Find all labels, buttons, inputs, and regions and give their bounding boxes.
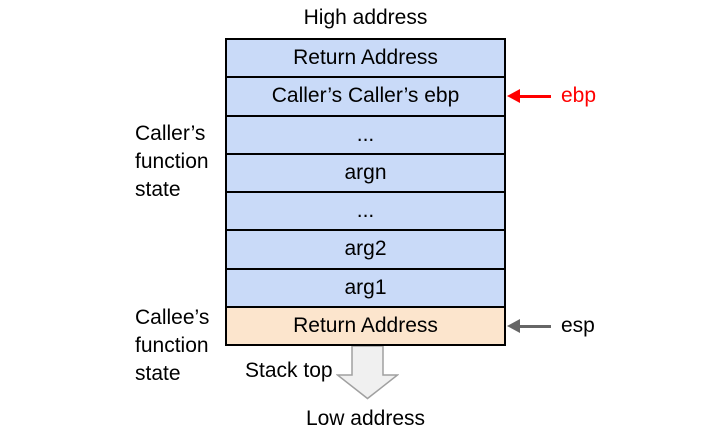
stack-frame-box: Return Address Caller’s Caller’s ebp ...… [225,38,506,346]
low-address-label: Low address [305,407,426,430]
high-address-label: High address [303,6,428,29]
callee-state-line-2: function [135,334,209,357]
caller-state-line-2: function [135,150,209,173]
esp-label: esp [561,314,595,337]
stack-cell-callers-callers-ebp: Caller’s Caller’s ebp [227,78,504,117]
ebp-arrow-icon [507,89,520,103]
stack-cell-ellipsis-1: ... [227,116,504,155]
esp-arrow-icon [507,319,520,333]
callee-state-line-3: state [135,362,181,385]
caller-state-line-3: state [135,178,181,201]
caller-state-line-1: Caller’s [135,122,206,145]
esp-pointer: esp [507,313,595,339]
stack-top-label: Stack top [245,359,333,382]
ebp-pointer: ebp [507,83,596,109]
stack-cell-return-address-callee: Return Address [227,307,504,344]
stack-cell-arg1: arg1 [227,269,504,308]
stack-cell-return-address-caller: Return Address [227,40,504,79]
esp-arrow-line [520,324,551,328]
caller-function-state-label: Caller’s function state [135,120,209,204]
ebp-label: ebp [561,84,597,107]
callee-state-line-1: Callee’s [135,306,210,329]
stack-cell-argn: argn [227,154,504,193]
ebp-arrow-line [520,94,551,98]
stack-cell-ellipsis-2: ... [227,193,504,232]
stack-cell-arg2: arg2 [227,231,504,270]
stack-top-arrow-icon [336,346,399,400]
callee-function-state-label: Callee’s function state [135,304,209,388]
